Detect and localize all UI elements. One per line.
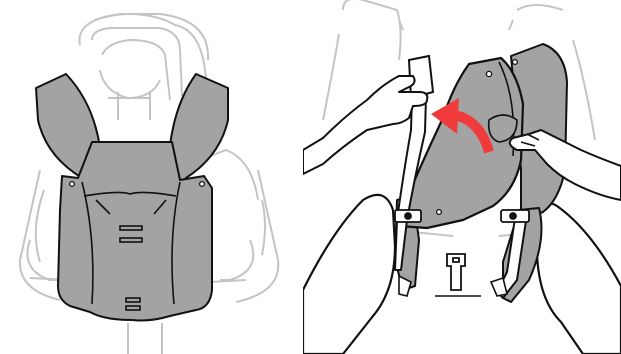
- pad-removed-illustration: [0, 0, 300, 354]
- crotch-buckle: [435, 254, 481, 296]
- pad-lifting-illustration: [303, 0, 621, 354]
- right-seat-bolster: [537, 203, 621, 354]
- pad-lifting-panel: [303, 0, 621, 354]
- pad-removed-panel: [0, 0, 300, 354]
- left-seat-bolster: [303, 195, 395, 354]
